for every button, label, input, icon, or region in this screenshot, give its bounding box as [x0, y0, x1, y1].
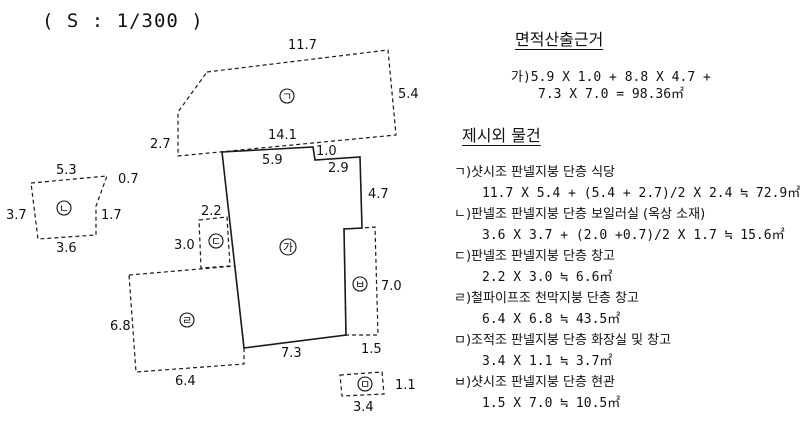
dim-digeut-top: 2.2: [201, 204, 222, 219]
item-giyeok-calc: 11.7 X 5.4 + (5.4 + 2.7)/2 X 2.4 ≒ 72.9㎡: [482, 186, 800, 201]
dim-main-top: 5.9: [262, 153, 283, 168]
dim-mieum-right: 1.1: [395, 378, 416, 393]
dim-nieun-top: 5.3: [56, 163, 77, 178]
dim-mieum-bottom: 3.4: [353, 400, 374, 415]
extra-items-heading: 제시외 물건: [462, 126, 541, 145]
item-digeut-title: ㄷ)판넬조 판넬지붕 단층 창고: [454, 249, 615, 264]
svg-text:ㅂ: ㅂ: [355, 278, 365, 291]
tag-rieul: ㄹ: [179, 312, 195, 328]
dim-giyeok-right: 5.4: [398, 87, 419, 102]
tag-digeut: ㄷ: [208, 233, 224, 249]
dim-main-notch: 1.0: [316, 144, 337, 159]
svg-text:ㄴ: ㄴ: [59, 202, 69, 215]
svg-text:ㄷ: ㄷ: [211, 235, 221, 248]
item-mieum-title: ㅁ)조적조 판넬지붕 단층 화장실 및 창고: [454, 333, 672, 348]
outline-bieup: [343, 226, 379, 336]
outline-mieum: [339, 371, 385, 397]
dim-nieun-slant: 0.7: [118, 172, 139, 187]
item-digeut-calc: 2.2 X 3.0 ≒ 6.6㎡: [482, 270, 613, 285]
dim-rieul-left: 6.8: [110, 319, 131, 334]
dim-digeut-left: 3.0: [174, 238, 195, 253]
item-nieun-title: ㄴ)판넬조 판넬지붕 단층 보일러실 (옥상 소재): [454, 207, 706, 222]
svg-text:ㄱ: ㄱ: [282, 90, 292, 103]
area-basis-heading: 면적산출근거: [515, 30, 604, 49]
dim-giyeok-bottom: 14.1: [268, 128, 297, 143]
item-mieum-calc: 3.4 X 1.1 ≒ 3.7㎡: [482, 354, 613, 369]
item-rieul-calc: 6.4 X 6.8 ≒ 43.5㎡: [482, 312, 621, 327]
dim-nieun-bottom: 3.6: [56, 241, 77, 256]
dim-bieup-bottom: 1.5: [361, 342, 382, 357]
outline-rieul: [128, 265, 245, 373]
dim-giyeok-left: 2.7: [150, 137, 171, 152]
dim-main-bottom: 7.3: [281, 346, 302, 361]
area-basis-line2: 7.3 X 7.0 = 98.36㎡: [538, 87, 685, 102]
scale-label: ( S : 1/300 ): [42, 10, 204, 32]
tag-giyeok: ㄱ: [279, 88, 295, 104]
tag-ga: 가: [279, 238, 297, 256]
dim-main-right: 4.7: [368, 187, 389, 202]
svg-text:ㅁ: ㅁ: [360, 378, 370, 391]
dim-bieup-right: 7.0: [381, 279, 402, 294]
dim-giyeok-top: 11.7: [288, 38, 317, 53]
item-bieup-title: ㅂ)샷시조 판넬지붕 단층 현관: [454, 375, 615, 390]
tag-nieun: ㄴ: [56, 200, 72, 216]
dim-nieun-left: 3.7: [6, 208, 27, 223]
dim-rieul-bottom: 6.4: [175, 374, 196, 389]
outline-nieun: [30, 175, 108, 240]
outline-main-building-ga: [221, 146, 363, 349]
item-nieun-calc: 3.6 X 3.7 + (2.0 +0.7)/2 X 1.7 ≒ 15.6㎡: [482, 228, 785, 243]
item-giyeok-title: ㄱ)샷시조 판넬지붕 단층 식당: [454, 165, 615, 180]
tag-bieup: ㅂ: [352, 276, 368, 292]
item-bieup-calc: 1.5 X 7.0 ≒ 10.5㎡: [482, 396, 621, 411]
svg-text:ㄹ: ㄹ: [182, 314, 192, 327]
item-rieul-title: ㄹ)철파이프조 천막지붕 단층 창고: [454, 291, 639, 306]
dim-main-upper-right: 2.9: [328, 161, 349, 176]
dim-nieun-right: 1.7: [101, 208, 122, 223]
tag-mieum: ㅁ: [357, 376, 373, 392]
svg-text:가: 가: [283, 241, 293, 254]
area-basis-line1: 가)5.9 X 1.0 + 8.8 X 4.7 +: [511, 70, 711, 85]
